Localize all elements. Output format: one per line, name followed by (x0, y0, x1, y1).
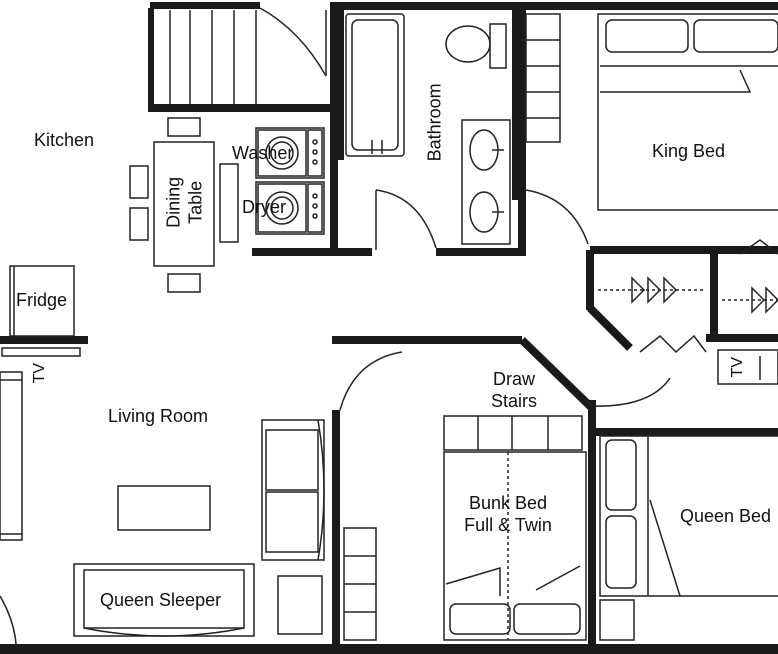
stairs (169, 7, 327, 104)
queen-sleeper-label: Queen Sleeper (100, 590, 222, 610)
living-sofa (261, 419, 325, 561)
end-table (277, 575, 323, 635)
draw-stairs-label-line2: Stairs (490, 391, 537, 411)
king-bed-label: King Bed (652, 141, 726, 161)
left-sofa (0, 371, 23, 541)
fridge (9, 265, 75, 337)
living-door (339, 351, 403, 411)
draw-stairs (443, 415, 583, 451)
closet-angled-wall (587, 305, 633, 351)
washer-unit (255, 127, 325, 179)
tv-label-left: TV (31, 362, 49, 384)
dryer-unit (255, 181, 325, 235)
nightstand (599, 599, 635, 641)
bunk-bed-label-line2: Full & Twin (464, 515, 552, 535)
bathtub (345, 13, 405, 157)
king-bed (597, 13, 778, 211)
tv-stand (1, 347, 81, 357)
dryer-label: Dryer (242, 197, 286, 217)
tv-label-right: TV (729, 356, 747, 378)
toilet (445, 23, 507, 69)
hall-door (589, 377, 671, 407)
dining-table-label-line2: Table (185, 180, 206, 224)
dining-set (129, 117, 239, 293)
living-room-label: Living Room (108, 406, 209, 426)
bunk-dresser (343, 527, 377, 641)
bathroom-label: Bathroom (424, 83, 445, 162)
bunk-bed-label-line1: Bunk Bed (468, 493, 548, 513)
dining-table-label-line1: Dining (163, 176, 184, 228)
bathroom-door (375, 189, 437, 249)
double-vanity (461, 119, 511, 245)
angled-wall (519, 337, 595, 411)
kitchen-label: Kitchen (34, 130, 95, 150)
washer-label: Washer (232, 143, 294, 163)
closet-right (722, 239, 778, 314)
bunk-bed (443, 451, 587, 641)
closet-left (598, 276, 706, 304)
queen-bed (599, 435, 778, 597)
fridge-label: Fridge (16, 290, 68, 310)
queen-sleeper (73, 563, 255, 637)
bifold-doors (639, 334, 707, 354)
coffee-table (117, 485, 211, 531)
king-dresser (525, 13, 561, 143)
left-door (0, 595, 17, 645)
tv-stand-right (717, 349, 778, 385)
draw-stairs-label-line1: Draw (492, 369, 535, 389)
queen-bed-label: Queen Bed (680, 506, 772, 526)
king-door (525, 189, 589, 245)
